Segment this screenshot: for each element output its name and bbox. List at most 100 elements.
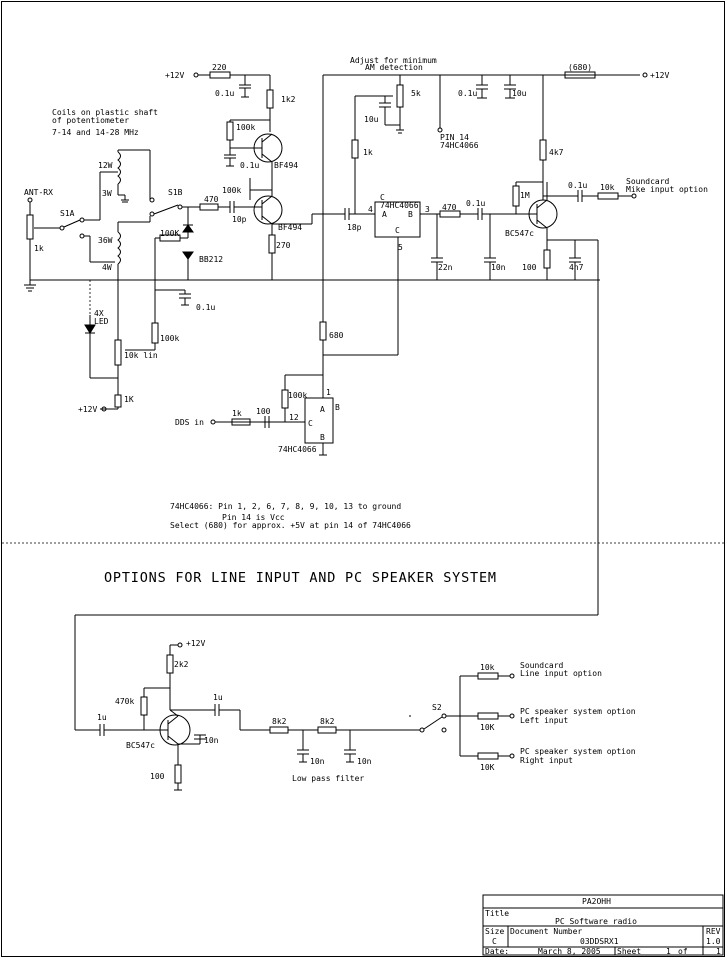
label-r4k7: 4k7	[549, 148, 564, 157]
label-r680-mid: 680	[329, 331, 344, 340]
label-ic1-name: 74HC4066	[380, 201, 419, 210]
label-opt3-2: Right input	[520, 756, 573, 765]
label-r100k-d: 100k	[160, 334, 179, 343]
label-r10k-c: 10K	[480, 763, 495, 772]
label-r1K: 1K	[124, 395, 134, 404]
title-of-label: of	[678, 947, 688, 956]
label-coils-1: Coils on plastic shaft	[52, 108, 158, 117]
label-pin3: 3	[425, 205, 430, 214]
label-r220: 220	[212, 63, 227, 72]
label-dds: DDS in	[175, 418, 204, 427]
label-pin4: 4	[368, 205, 373, 214]
label-ic2-bb: B	[320, 433, 325, 442]
label-r100k-c: 100K	[160, 229, 179, 238]
title-value: PC Software radio	[555, 917, 637, 926]
label-ic1-cc: C	[395, 226, 400, 235]
label-w12: 12W	[98, 161, 113, 170]
label-c18p: 18p	[347, 223, 362, 232]
label-r10klin: 10k lin	[124, 351, 158, 360]
label-c01u-f: 0.1u	[568, 181, 587, 190]
label-c01u-top: 0.1u	[215, 89, 234, 98]
label-ic1-c: C	[380, 193, 385, 202]
label-antrx: ANT-RX	[24, 188, 53, 197]
label-opt2-1: PC speaker system option	[520, 707, 636, 716]
title-date: March 8, 2005	[538, 947, 601, 956]
label-c100: 100	[256, 407, 271, 416]
label-note-1: 74HC4066: Pin 1, 2, 6, 7, 8, 9, 10, 13 t…	[170, 502, 401, 511]
label-r100k-e: 100k	[288, 391, 307, 400]
label-c10n-c: 10n	[310, 757, 325, 766]
label-led-1: 4X	[94, 309, 104, 318]
label-c22n: 22n	[438, 263, 453, 272]
label-r10k-b: 10K	[480, 723, 495, 732]
label-coils-2: of potentiometer	[52, 116, 129, 125]
title-docnum: 03DDSRX1	[580, 937, 619, 946]
upper-circuit	[24, 71, 648, 730]
label-s1b: S1B	[168, 188, 183, 197]
title-rev-label: REV	[706, 927, 721, 936]
label-r100k-a: 100k	[236, 123, 255, 132]
label-r470-b: 470	[442, 203, 457, 212]
title-sheet-total: 1	[716, 947, 721, 956]
label-q2: BF494	[278, 223, 302, 232]
label-c10n-a: 10n	[491, 263, 506, 272]
label-q1: BF494	[274, 161, 298, 170]
label-r470k: 470k	[115, 697, 134, 706]
label-w3: 3W	[102, 189, 112, 198]
label-c01u-e: 0.1u	[466, 199, 485, 208]
label-c01u-c: 0.1u	[196, 303, 215, 312]
label-ic1-a: A	[382, 210, 387, 219]
label-c10u-a: 10u	[512, 89, 527, 98]
label-adjust-1: Adjust for minimum	[350, 56, 437, 65]
label-r1k2: 1k2	[281, 95, 296, 104]
title-size: C	[492, 937, 497, 946]
label-w36: 36W	[98, 236, 113, 245]
label-c01u-d: 0.1u	[458, 89, 477, 98]
label-w4: 4W	[102, 263, 112, 272]
title-sheet-label: Sheet	[617, 947, 641, 956]
label-r5k: 5k	[411, 89, 421, 98]
label-r100k-b: 100k	[222, 186, 241, 195]
label-r1k-mid: 1k	[363, 148, 373, 157]
label-sound-2: Mike input option	[626, 185, 708, 194]
label-c10p: 10p	[232, 215, 247, 224]
label-pin5: 5	[398, 243, 403, 252]
component-labels: +12V 220 0.1u 1k2 100k 0.1u BF494 100k B…	[24, 56, 708, 783]
label-coils-3: 7-14 and 14-28 MHz	[52, 128, 139, 137]
label-sound-1: Soundcard	[626, 177, 670, 186]
title-block: PA2OHH Title PC Software radio Size C Do…	[482, 894, 724, 956]
label-plus12-d: +12V	[186, 639, 205, 648]
label-r1k-ant: 1k	[34, 244, 44, 253]
label-ic2-name: 74HC4066	[278, 445, 317, 454]
lower-circuit	[75, 642, 515, 791]
label-lpf: Low pass filter	[292, 774, 364, 783]
label-r8k2-b: 8k2	[320, 717, 335, 726]
label-r10k-mic: 10k	[600, 183, 615, 192]
label-ic2-c: C	[308, 419, 313, 428]
label-r680-top: (680)	[568, 63, 592, 72]
title-date-label: Date:	[485, 947, 509, 956]
label-r100-b: 100	[150, 772, 165, 781]
label-pin14-2: 74HC4066	[440, 141, 479, 150]
title-label: Title	[485, 909, 509, 918]
label-led-2: LED	[94, 317, 109, 326]
label-c01u-b: 0.1u	[240, 161, 259, 170]
label-r2k2: 2k2	[174, 660, 189, 669]
label-r10k-a: 10k	[480, 663, 495, 672]
label-c10u-b: 10u	[364, 115, 379, 124]
label-r8k2-a: 8k2	[272, 717, 287, 726]
label-pin12: 12	[289, 413, 299, 422]
label-bb212: BB212	[199, 255, 223, 264]
label-c1u-a: 1u	[97, 713, 107, 722]
options-title: OPTIONS FOR LINE INPUT AND PC SPEAKER SY…	[104, 570, 497, 586]
label-opt2-2: Left input	[520, 716, 568, 725]
title-rev: 1.0	[706, 937, 721, 946]
label-c4n7: 4n7	[569, 263, 584, 272]
label-q3: BC547c	[505, 229, 534, 238]
label-c10n-b: 10n	[204, 736, 219, 745]
label-q4: BC547c	[126, 741, 155, 750]
label-s1a: S1A	[60, 209, 75, 218]
label-c10n-d: 10n	[357, 757, 372, 766]
